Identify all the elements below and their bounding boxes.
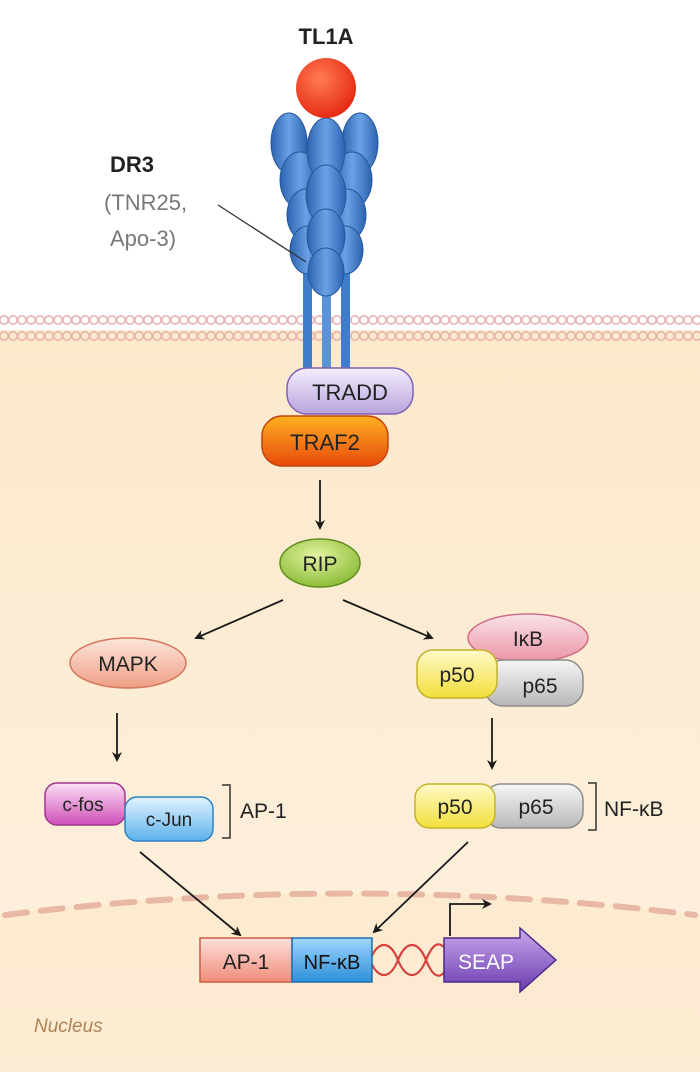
dr3-receptor (270, 112, 379, 372)
ap1-complex-label: AP-1 (240, 800, 287, 823)
nfkb-bracket (588, 782, 597, 831)
cjun-protein (124, 796, 214, 842)
nfkb-element-label: NF-κB (304, 952, 361, 974)
reporter-construct: AP-1 NF-κB SEAP (199, 899, 558, 994)
cfos-protein (44, 782, 126, 826)
seap-label: SEAP (458, 951, 514, 974)
dr3-alias-line2: Apo-3) (110, 226, 176, 251)
ikb-label: IκB (513, 628, 543, 651)
traf2-label: TRAF2 (290, 430, 360, 455)
pathway-arrows (112, 480, 497, 937)
arrow-rip-mapk (194, 599, 284, 640)
p65-label-active: p65 (518, 796, 553, 819)
nuclear-envelope (2, 890, 698, 918)
rip-label: RIP (302, 553, 337, 576)
cell-membrane (0, 314, 700, 341)
p50-protein-active (414, 783, 496, 829)
tl1a-label: TL1A (299, 24, 354, 49)
p65-label-inhibited: p65 (522, 675, 557, 698)
ap1-bracket (222, 784, 231, 839)
mapk-label: MAPK (98, 653, 158, 676)
dr3-alias-line1: (TNR25, (104, 190, 187, 215)
p50-protein-inhibited (416, 649, 498, 699)
cfos-label: c-fos (62, 795, 103, 816)
p50-label-inhibited: p50 (439, 664, 474, 687)
tradd-label: TRADD (312, 380, 388, 405)
dr3-pointer-line (217, 204, 307, 263)
rip-protein (279, 538, 361, 588)
dna-helix (368, 943, 450, 977)
nucleus-label: Nucleus (34, 1016, 103, 1037)
traf2-protein (261, 415, 389, 467)
p50-label-active: p50 (437, 796, 472, 819)
tl1a-ligand (296, 58, 356, 118)
dr3-label: DR3 (110, 152, 154, 177)
ap1-element-label: AP-1 (223, 951, 270, 974)
nfkb-complex-label: NF-κB (604, 798, 664, 821)
mapk-protein (69, 637, 187, 689)
arrow-nfkb-promoter (372, 841, 469, 934)
nfkb-element (291, 937, 373, 983)
tradd-protein (286, 367, 414, 415)
cjun-label: c-Jun (146, 810, 192, 831)
transcription-start-arrow (449, 899, 492, 936)
arrow-rip-ikb (342, 599, 434, 640)
seap-arrow (443, 926, 558, 994)
arrow-ap1-promoter (139, 851, 242, 937)
